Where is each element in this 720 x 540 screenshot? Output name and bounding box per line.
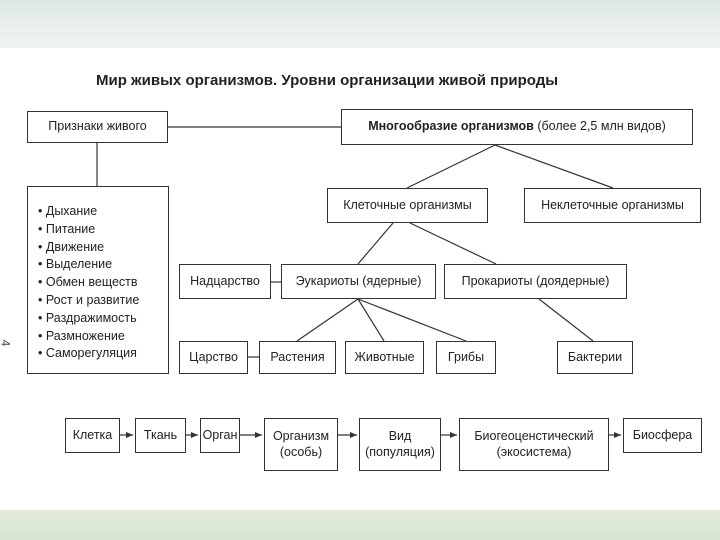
list-item: Выделение [38,256,168,274]
level-organism: Организм (особь) [264,418,338,471]
list-item: Дыхание [38,203,168,221]
node-kingdom-label: Царство [189,349,238,364]
node-cellular-label: Клеточные организмы [343,197,472,212]
connector-eukaryotes-plants [296,298,359,342]
level-species-line2: (популяция) [365,444,435,459]
level-species-line1: Вид [388,428,412,443]
list-item: Обмен веществ [38,274,168,292]
page-number: 4 [0,340,12,347]
signs-of-life-list: Дыхание Питание Движение Выделение Обмен… [27,186,169,374]
node-plants-label: Растения [270,349,325,364]
level-organ: Орган [200,418,240,453]
node-signs-of-life-label: Признаки живого [48,119,147,134]
level-organism-line1: Организм [272,428,330,443]
node-noncellular-label: Неклеточные организмы [541,197,684,212]
node-diversity-rest-label: (более 2,5 млн видов) [533,119,666,134]
connector-diversity-cellular [406,144,496,189]
level-ecosystem-line1: Биогеоценстический [474,428,594,443]
level-biosphere-label: Биосфера [632,427,693,442]
level-tissue-label: Ткань [143,427,178,442]
node-cellular-organisms: Клеточные организмы [327,188,488,223]
connector-eukaryotes-fungi [357,298,467,342]
level-cell: Клетка [65,418,120,453]
connector-eukaryotes-animals [357,298,385,342]
level-species: Вид (популяция) [359,418,441,471]
level-ecosystem-line2: (экосистема) [496,444,572,459]
node-fungi-label: Грибы [447,349,485,364]
list-item: Раздражимость [38,310,168,328]
node-plants: Растения [259,341,336,374]
node-fungi: Грибы [436,341,496,374]
level-tissue: Ткань [135,418,186,453]
node-animals: Животные [345,341,424,374]
node-bacteria: Бактерии [557,341,633,374]
list-item: Рост и развитие [38,292,168,310]
list-item: Саморегуляция [38,345,168,363]
node-bacteria-label: Бактерии [567,349,623,364]
node-prokaryotes-label: Прокариоты (доядерные) [461,273,610,288]
level-organism-line2: (особь) [279,444,323,459]
connector-diversity-noncellular [494,144,614,189]
level-ecosystem: Биогеоценстический (экосистема) [459,418,609,471]
diagram-title: Мир живых организмов. Уровни организации… [96,72,559,89]
level-organ-label: Орган [202,427,238,442]
level-biosphere: Биосфера [623,418,702,453]
node-animals-label: Животные [354,349,415,364]
list-item: Движение [38,239,168,257]
connector-prokaryotes-bacteria [538,298,594,342]
node-eukaryotes: Эукариоты (ядерные) [281,264,436,299]
node-diversity-main-label: Многообразие организмов [368,119,534,134]
connector-cellular-eukaryotes [357,222,394,265]
list-item: Питание [38,221,168,239]
node-noncellular-organisms: Неклеточные организмы [524,188,701,223]
node-superkingdom: Надцарство [179,264,271,299]
list-item: Размножение [38,328,168,346]
node-signs-of-life: Признаки живого [27,111,168,143]
connector-cellular-prokaryotes [409,222,497,265]
node-organism-diversity: Многообразие организмов (более 2,5 млн в… [341,109,693,145]
node-eukaryotes-label: Эукариоты (ядерные) [295,273,422,288]
node-kingdom: Царство [179,341,248,374]
node-superkingdom-label: Надцарство [190,273,260,288]
level-cell-label: Клетка [72,427,113,442]
node-prokaryotes: Прокариоты (доядерные) [444,264,627,299]
